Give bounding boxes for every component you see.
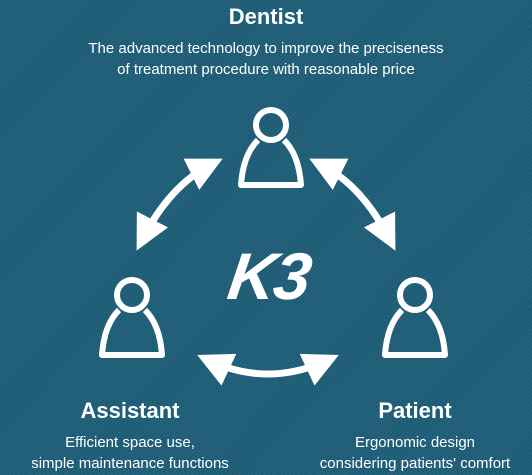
assistant-description-line-2: simple maintenance functions bbox=[31, 455, 229, 472]
assistant-text-block: Assistant Efficient space use, simple ma… bbox=[0, 398, 260, 474]
assistant-description: Efficient space use, simple maintenance … bbox=[0, 432, 260, 474]
dentist-assistant-arrow bbox=[136, 158, 223, 251]
patient-title: Patient bbox=[378, 398, 452, 423]
dentist-title: Dentist bbox=[228, 4, 304, 29]
assistant-patient-arrow bbox=[197, 353, 339, 386]
dentist-patient-arrow bbox=[309, 158, 396, 251]
patient-text-block: Patient Ergonomic design considering pat… bbox=[298, 398, 532, 474]
assistant-description-line-1: Efficient space use, bbox=[65, 434, 195, 451]
k3-logo: K3 bbox=[223, 239, 315, 313]
assistant-person-icon bbox=[99, 277, 165, 358]
dentist-description: The advanced technology to improve the p… bbox=[0, 38, 532, 80]
dentist-text-block: Dentist The advanced technology to impro… bbox=[0, 4, 532, 80]
patient-description: Ergonomic design considering patients' c… bbox=[298, 432, 532, 474]
dentist-person-icon bbox=[238, 107, 304, 188]
patient-description-line-2: considering patients' comfort bbox=[319, 455, 511, 472]
dentist-description-line-2: of treatment procedure with reasonable p… bbox=[117, 61, 415, 78]
dentist-description-line-1: The advanced technology to improve the p… bbox=[88, 40, 444, 57]
assistant-title: Assistant bbox=[80, 398, 180, 423]
patient-person-icon bbox=[382, 277, 448, 358]
patient-description-line-1: Ergonomic design bbox=[354, 434, 476, 451]
